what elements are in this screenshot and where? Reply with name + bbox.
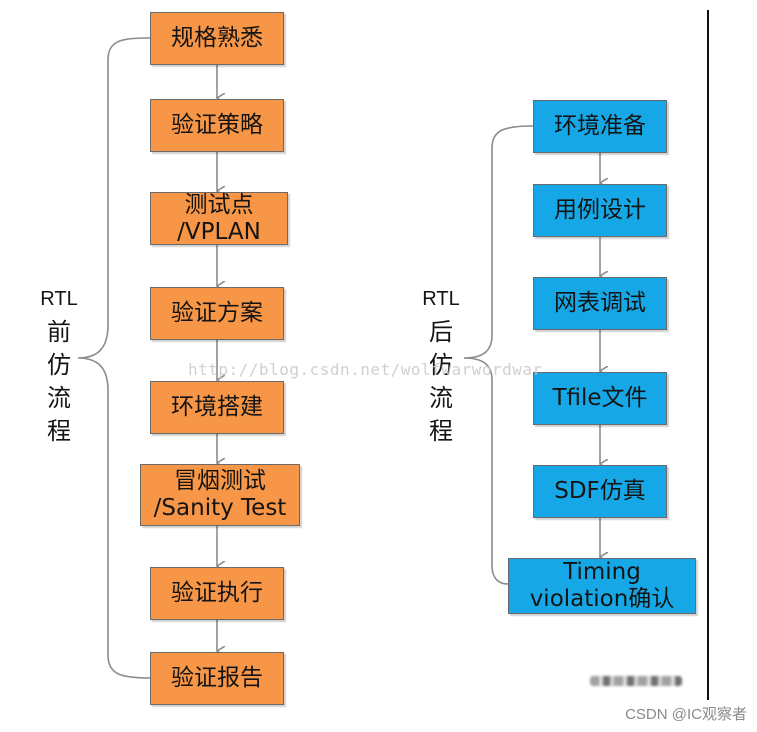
- step-verification-strategy: 验证策略: [150, 99, 284, 152]
- right-group-bracket: [463, 125, 534, 585]
- right-flow-label: RTL 后 仿 流 程: [418, 283, 464, 448]
- step-testcase-design: 用例设计: [533, 184, 667, 237]
- step-sanity-test: 冒烟测试 /Sanity Test: [140, 464, 300, 526]
- right-flow-label-rtl: RTL: [422, 288, 460, 310]
- left-flow-label-rtl: RTL: [40, 288, 78, 310]
- step-sdf-simulation: SDF仿真: [533, 465, 667, 518]
- blog-watermark: http://blog.csdn.net/wolfwarwordwar: [188, 360, 543, 379]
- step-environment-build: 环境搭建: [150, 381, 284, 434]
- step-environment-prep: 环境准备: [533, 100, 667, 153]
- step-test-points-vplan: 测试点 /VPLAN: [150, 192, 288, 245]
- left-flow-label: RTL 前 仿 流 程: [36, 283, 82, 448]
- right-flow-label-text: 后 仿 流 程: [429, 318, 453, 445]
- step-timing-violation-check: Timing violation确认: [508, 558, 696, 614]
- step-verification-plan: 验证方案: [150, 287, 284, 340]
- step-tfile: Tfile文件: [533, 372, 667, 425]
- left-flow-label-text: 前 仿 流 程: [47, 318, 71, 445]
- left-group-bracket: [77, 37, 151, 679]
- csdn-credit: CSDN @IC观察者: [625, 706, 747, 723]
- step-netlist-debug: 网表调试: [533, 277, 667, 330]
- step-verification-execution: 验证执行: [150, 567, 284, 620]
- step-spec-familiarization: 规格熟悉: [150, 12, 284, 65]
- right-border-line: [707, 10, 709, 700]
- step-verification-report: 验证报告: [150, 652, 284, 705]
- blurred-logo-mark: [590, 676, 682, 686]
